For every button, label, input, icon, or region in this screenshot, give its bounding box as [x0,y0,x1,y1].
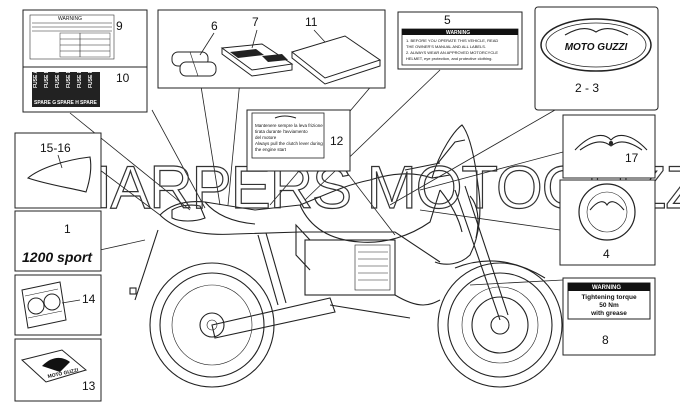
callout-4: 4 [603,247,610,261]
part-12-line-3: del motore [255,135,277,140]
part-2-3-group: MOTO GUZZI 2 - 3 [534,6,659,111]
spare-label: SPARE [80,100,98,106]
part-10-warning-title: WARNING [592,285,621,291]
fuse-e-label: FUSE E [77,69,83,88]
part-14-group: 14 [14,274,102,336]
part-6-pouch [171,51,217,77]
part-2-3-logo-text: MOTO GUZZI [565,42,628,53]
part-8-warning-title: WARNING [58,16,82,22]
part-17-group: 17 [562,114,656,179]
callout-17: 17 [625,151,639,165]
callout-6: 6 [211,19,218,33]
part-15-16-group: 15-16 [14,132,102,209]
part-1-logo-text: 1200 sport [22,249,93,265]
part-10-line-2: 50 Nm [599,302,619,309]
callout-9: 10 [116,71,130,85]
part-9-fuse-row: FUSE A FUSE B FUSE C FUSE D FUSE E FUSE … [33,69,94,88]
callout-2-3: 2 - 3 [575,81,599,95]
part-9-group: FUSE A FUSE B FUSE C FUSE D FUSE E FUSE … [22,66,148,113]
part-11-manual [290,35,382,85]
part-1-group: 1200 sport 1 [14,210,102,272]
fuse-d-label: FUSE D [66,69,72,88]
callout-8: 9 [116,19,123,33]
callout-5: 5 [444,13,451,27]
fuse-a-label: FUSE A [33,69,39,88]
fuse-c-label: FUSE C [55,69,61,88]
part-12-line-5: the engine start [255,147,287,152]
part-5-line-4: HELMET, eye protection, and protective c… [406,56,493,61]
spare-h-label: SPARE H [57,100,79,106]
part-10-group: WARNING Tightening torque 50 Nm with gre… [562,277,656,356]
part-13-group: MOTO GUZZI 13 [14,338,102,402]
spare-g-label: SPARE G [34,100,56,106]
part-12-line-1: Mantenere sempre la leva frizione [255,123,323,128]
part-12-line-2: tirata durante l'avviamento [255,129,308,134]
part-10-line-3: with grease [590,310,627,317]
callout-11: 11 [305,15,318,29]
part-8-group: WARNING 9 [22,9,148,68]
part-6-7-11-group: 6 7 11 [157,9,386,89]
part-5-line-3: 2. ALWAYS WEAR AN APPROVED MOTORCYCLE [406,50,498,55]
part-7-booklet [220,43,294,77]
motorcycle-drawing [129,124,563,388]
fuse-b-label: FUSE B [44,69,50,88]
part-12-line-4: Always pull the clutch lever during [255,141,323,146]
callout-10: 8 [602,333,609,347]
fuse-f-label: FUSE F [88,70,94,88]
callout-13: 13 [82,379,96,393]
part-5-line-1: 1. BEFORE YOU OPERATE THIS VEHICLE, READ [406,38,498,43]
part-5-warning-title: WARNING [446,30,470,36]
callout-12: 12 [330,134,344,148]
part-12-group: Mantenere sempre la leva frizione tirata… [246,109,351,172]
part-5-line-2: THE OWNER'S MANUAL AND ALL LABELS. [406,44,486,49]
callout-7: 7 [252,15,259,29]
part-5-group: WARNING 1. BEFORE YOU OPERATE THIS VEHIC… [397,11,523,70]
callout-15-16: 15-16 [40,141,71,155]
callout-14: 14 [82,292,96,306]
callout-1: 1 [64,222,71,236]
part-10-line-1: Tightening torque [581,294,637,301]
part-4-group: 4 [559,179,656,266]
